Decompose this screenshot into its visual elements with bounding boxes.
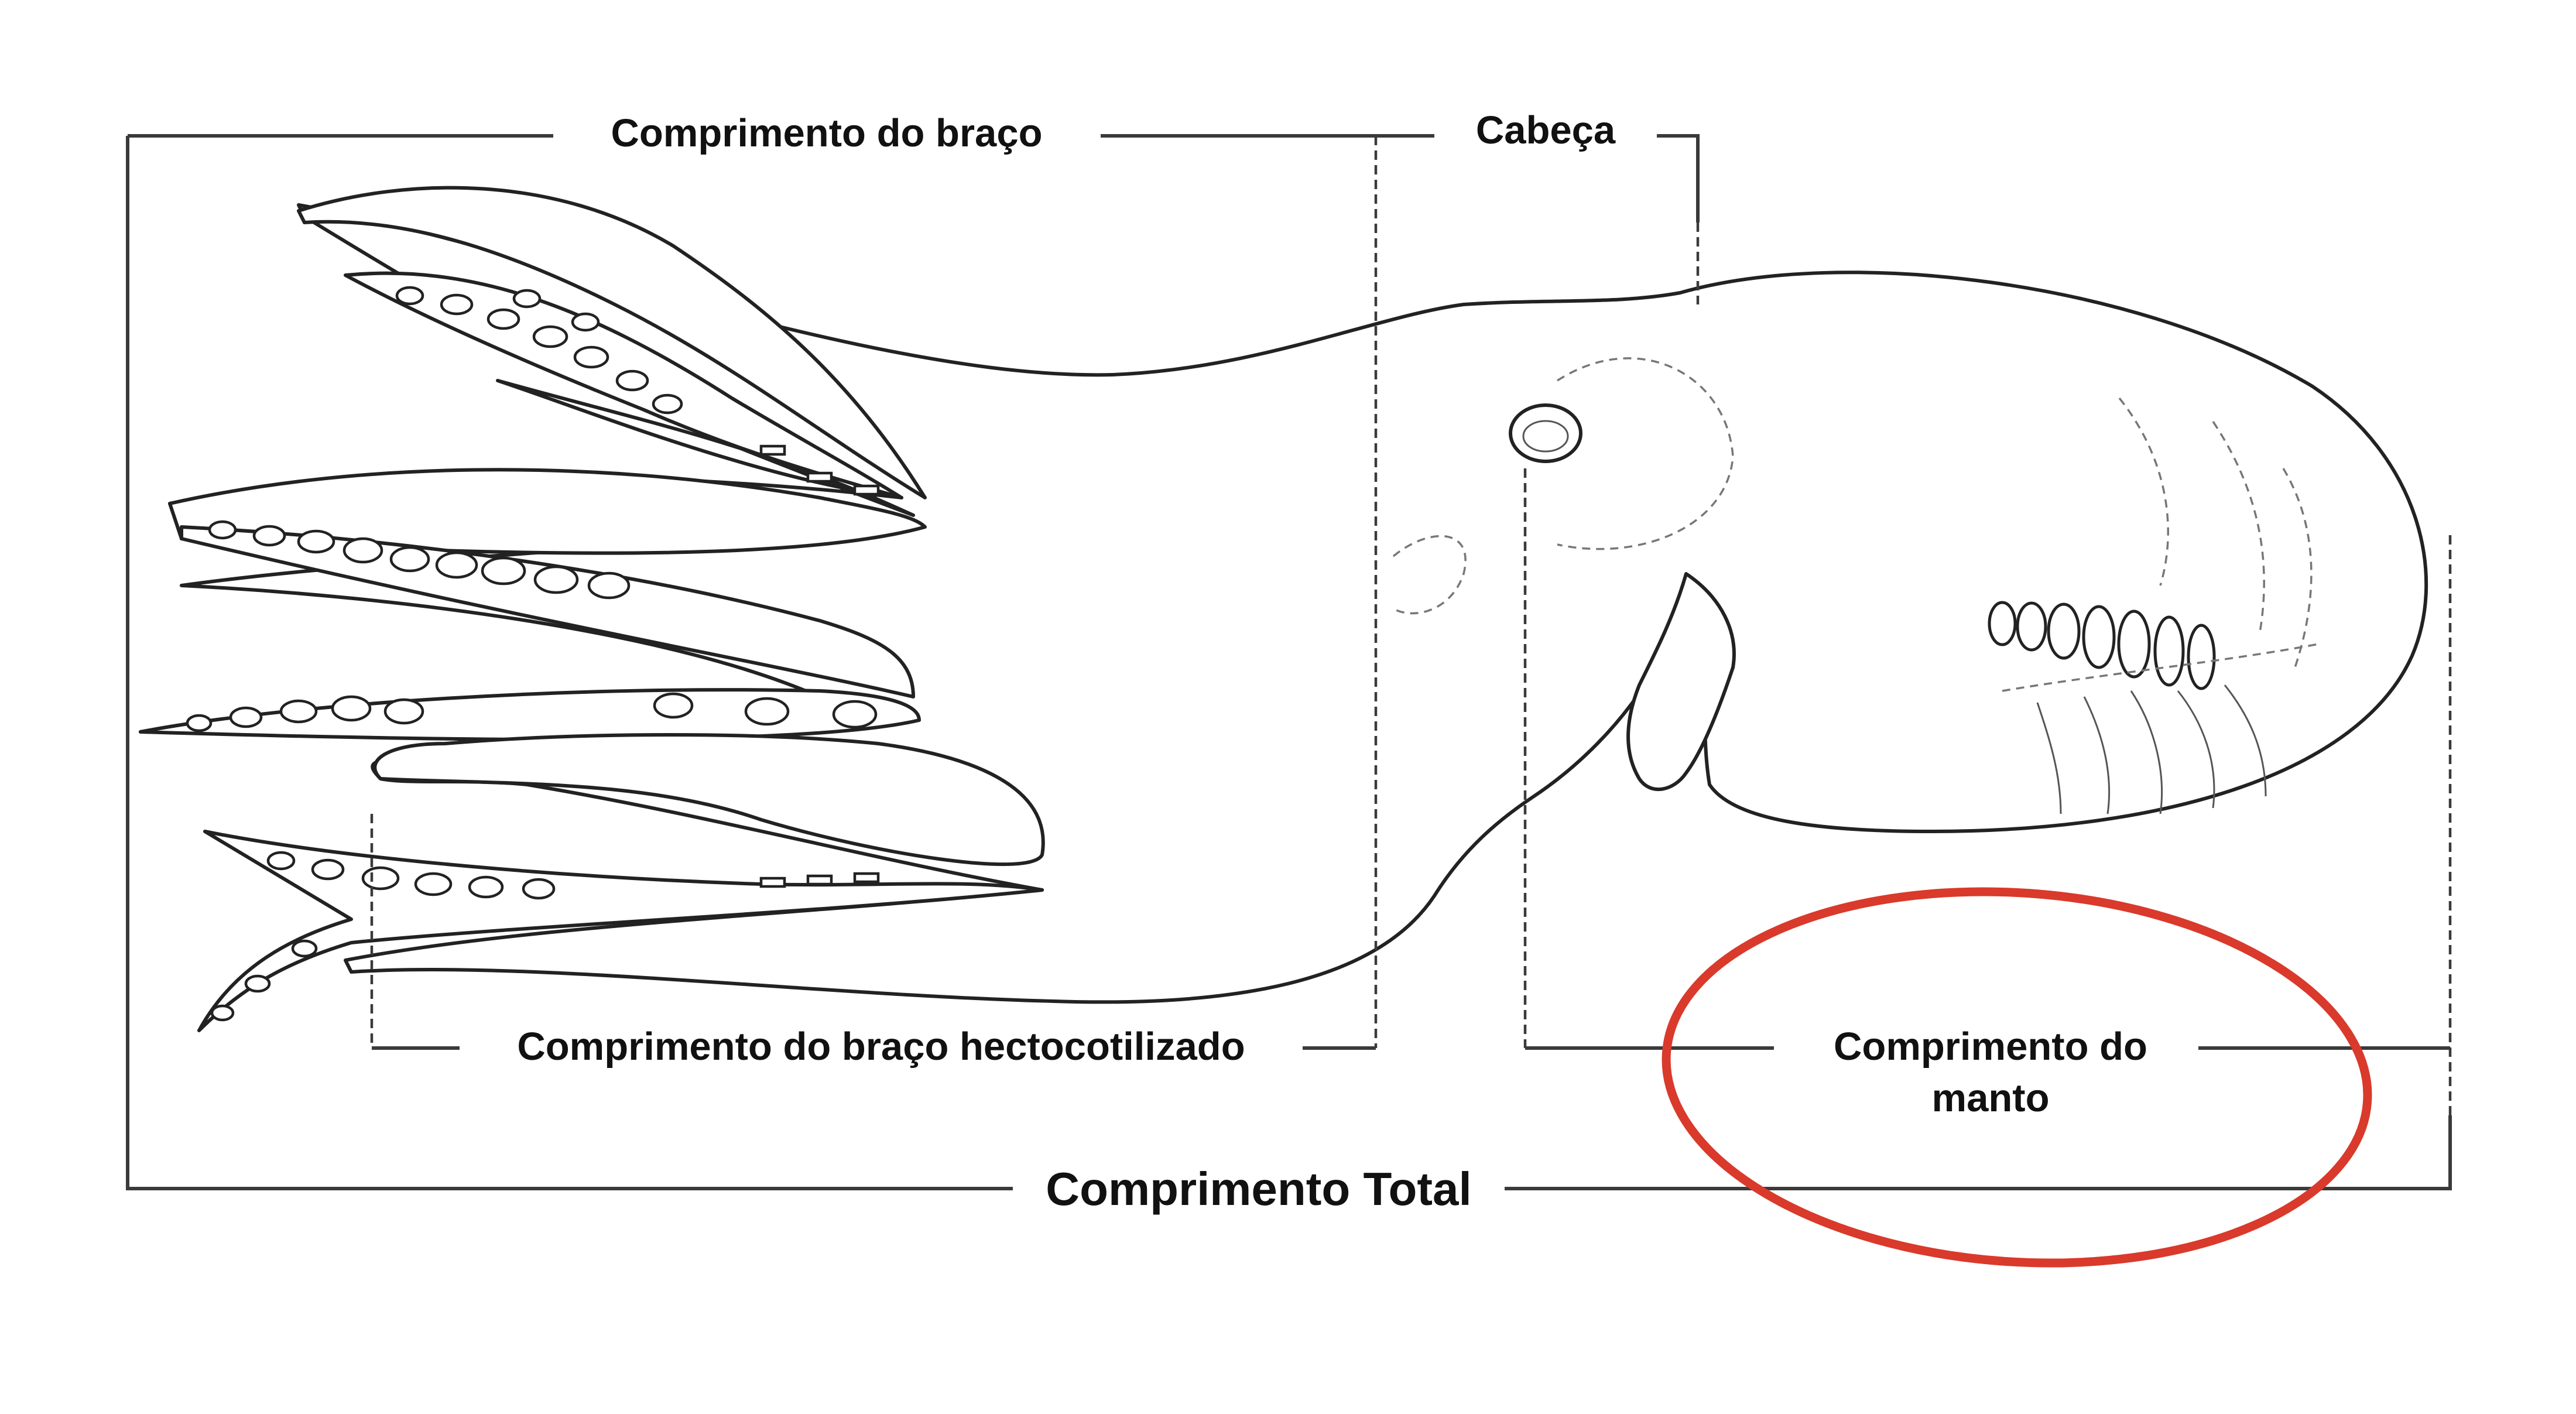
- arm-upper-1: [297, 186, 927, 499]
- siphon: [1626, 572, 1736, 791]
- arm-middle-2: [180, 525, 915, 699]
- arm-hectocotylus: [373, 733, 1045, 867]
- arm-middle-1: [168, 468, 927, 555]
- labels: Comprimento do braço Cabeça Comprimento …: [517, 108, 2147, 1215]
- head-label: Cabeça: [1476, 108, 1616, 152]
- mantle-length-label-line2: manto: [1932, 1076, 2050, 1120]
- arm-lower-2: [197, 830, 1044, 1032]
- highlight-ellipse: [1662, 887, 2372, 1268]
- suckers: [186, 286, 880, 1022]
- hectocotylized-arm-length-label: Comprimento do braço hectocotilizado: [517, 1025, 1245, 1069]
- octopus-illustration: [139, 186, 2428, 1032]
- dimension-lines: [126, 134, 2452, 1190]
- eye: [1392, 357, 1734, 615]
- total-length-bracket: [126, 136, 1013, 1190]
- total-length-label: Comprimento Total: [1046, 1163, 1471, 1215]
- mantle-length-label-line1: Comprimento do: [1834, 1025, 2147, 1069]
- head-bracket: [1657, 134, 1700, 222]
- arm-length-label: Comprimento do braço: [611, 111, 1042, 155]
- mantle-details: [2002, 397, 2319, 814]
